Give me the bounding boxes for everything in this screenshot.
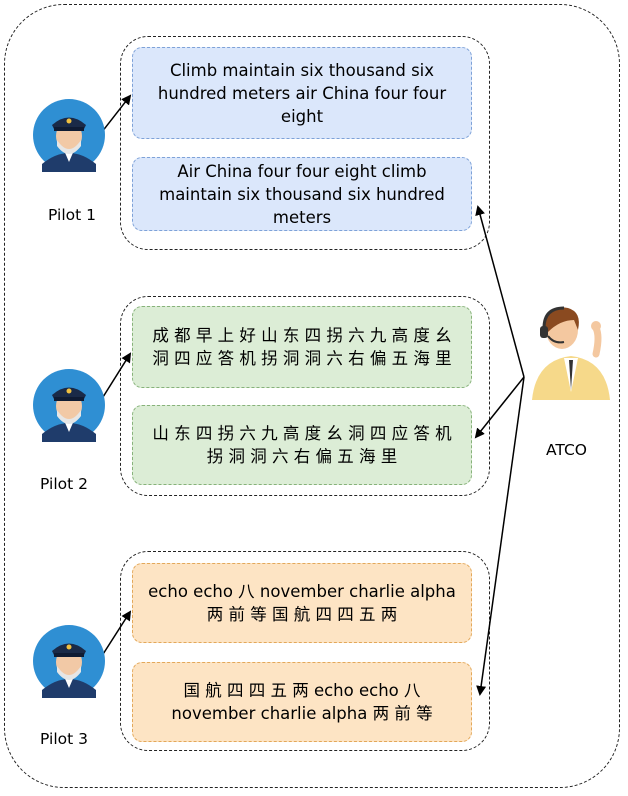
arrow-atco-to-message1 <box>475 205 525 378</box>
message-pilot2-readback: 成 都 早 上 好 山 东 四 拐 六 九 高 度 幺 洞 四 应 答 机 拐 … <box>132 306 472 388</box>
pilot2-label: Pilot 2 <box>40 475 88 493</box>
pilot1-avatar-icon <box>33 99 105 172</box>
arrow-atco-to-message3 <box>476 376 525 696</box>
pilot1-message-group <box>120 36 490 250</box>
message-pilot3-readback: echo echo 八 november charlie alpha 两 前 等… <box>132 563 472 643</box>
pilot3-label: Pilot 3 <box>40 730 88 748</box>
outer-boundary <box>4 4 620 788</box>
message-pilot1-instruction: Air China four four eight climb maintain… <box>132 157 472 231</box>
arrow-atco-to-message2 <box>474 376 525 439</box>
pilot2-message-group <box>120 296 490 496</box>
pilot3-avatar-icon <box>33 625 105 698</box>
pilot3-message-group <box>120 551 490 751</box>
message-pilot1-readback: Climb maintain six thousand six hundred … <box>132 47 472 139</box>
pilot1-label: Pilot 1 <box>48 206 96 224</box>
message-pilot3-instruction: 国 航 四 四 五 两 echo echo 八 november charlie… <box>132 662 472 742</box>
message-pilot2-instruction: 山 东 四 拐 六 九 高 度 幺 洞 四 应 答 机 拐 洞 洞 六 右 偏 … <box>132 405 472 485</box>
pilot2-avatar-icon <box>33 369 105 442</box>
atco-label: ATCO <box>546 441 587 459</box>
atco-controller-icon <box>532 306 610 400</box>
